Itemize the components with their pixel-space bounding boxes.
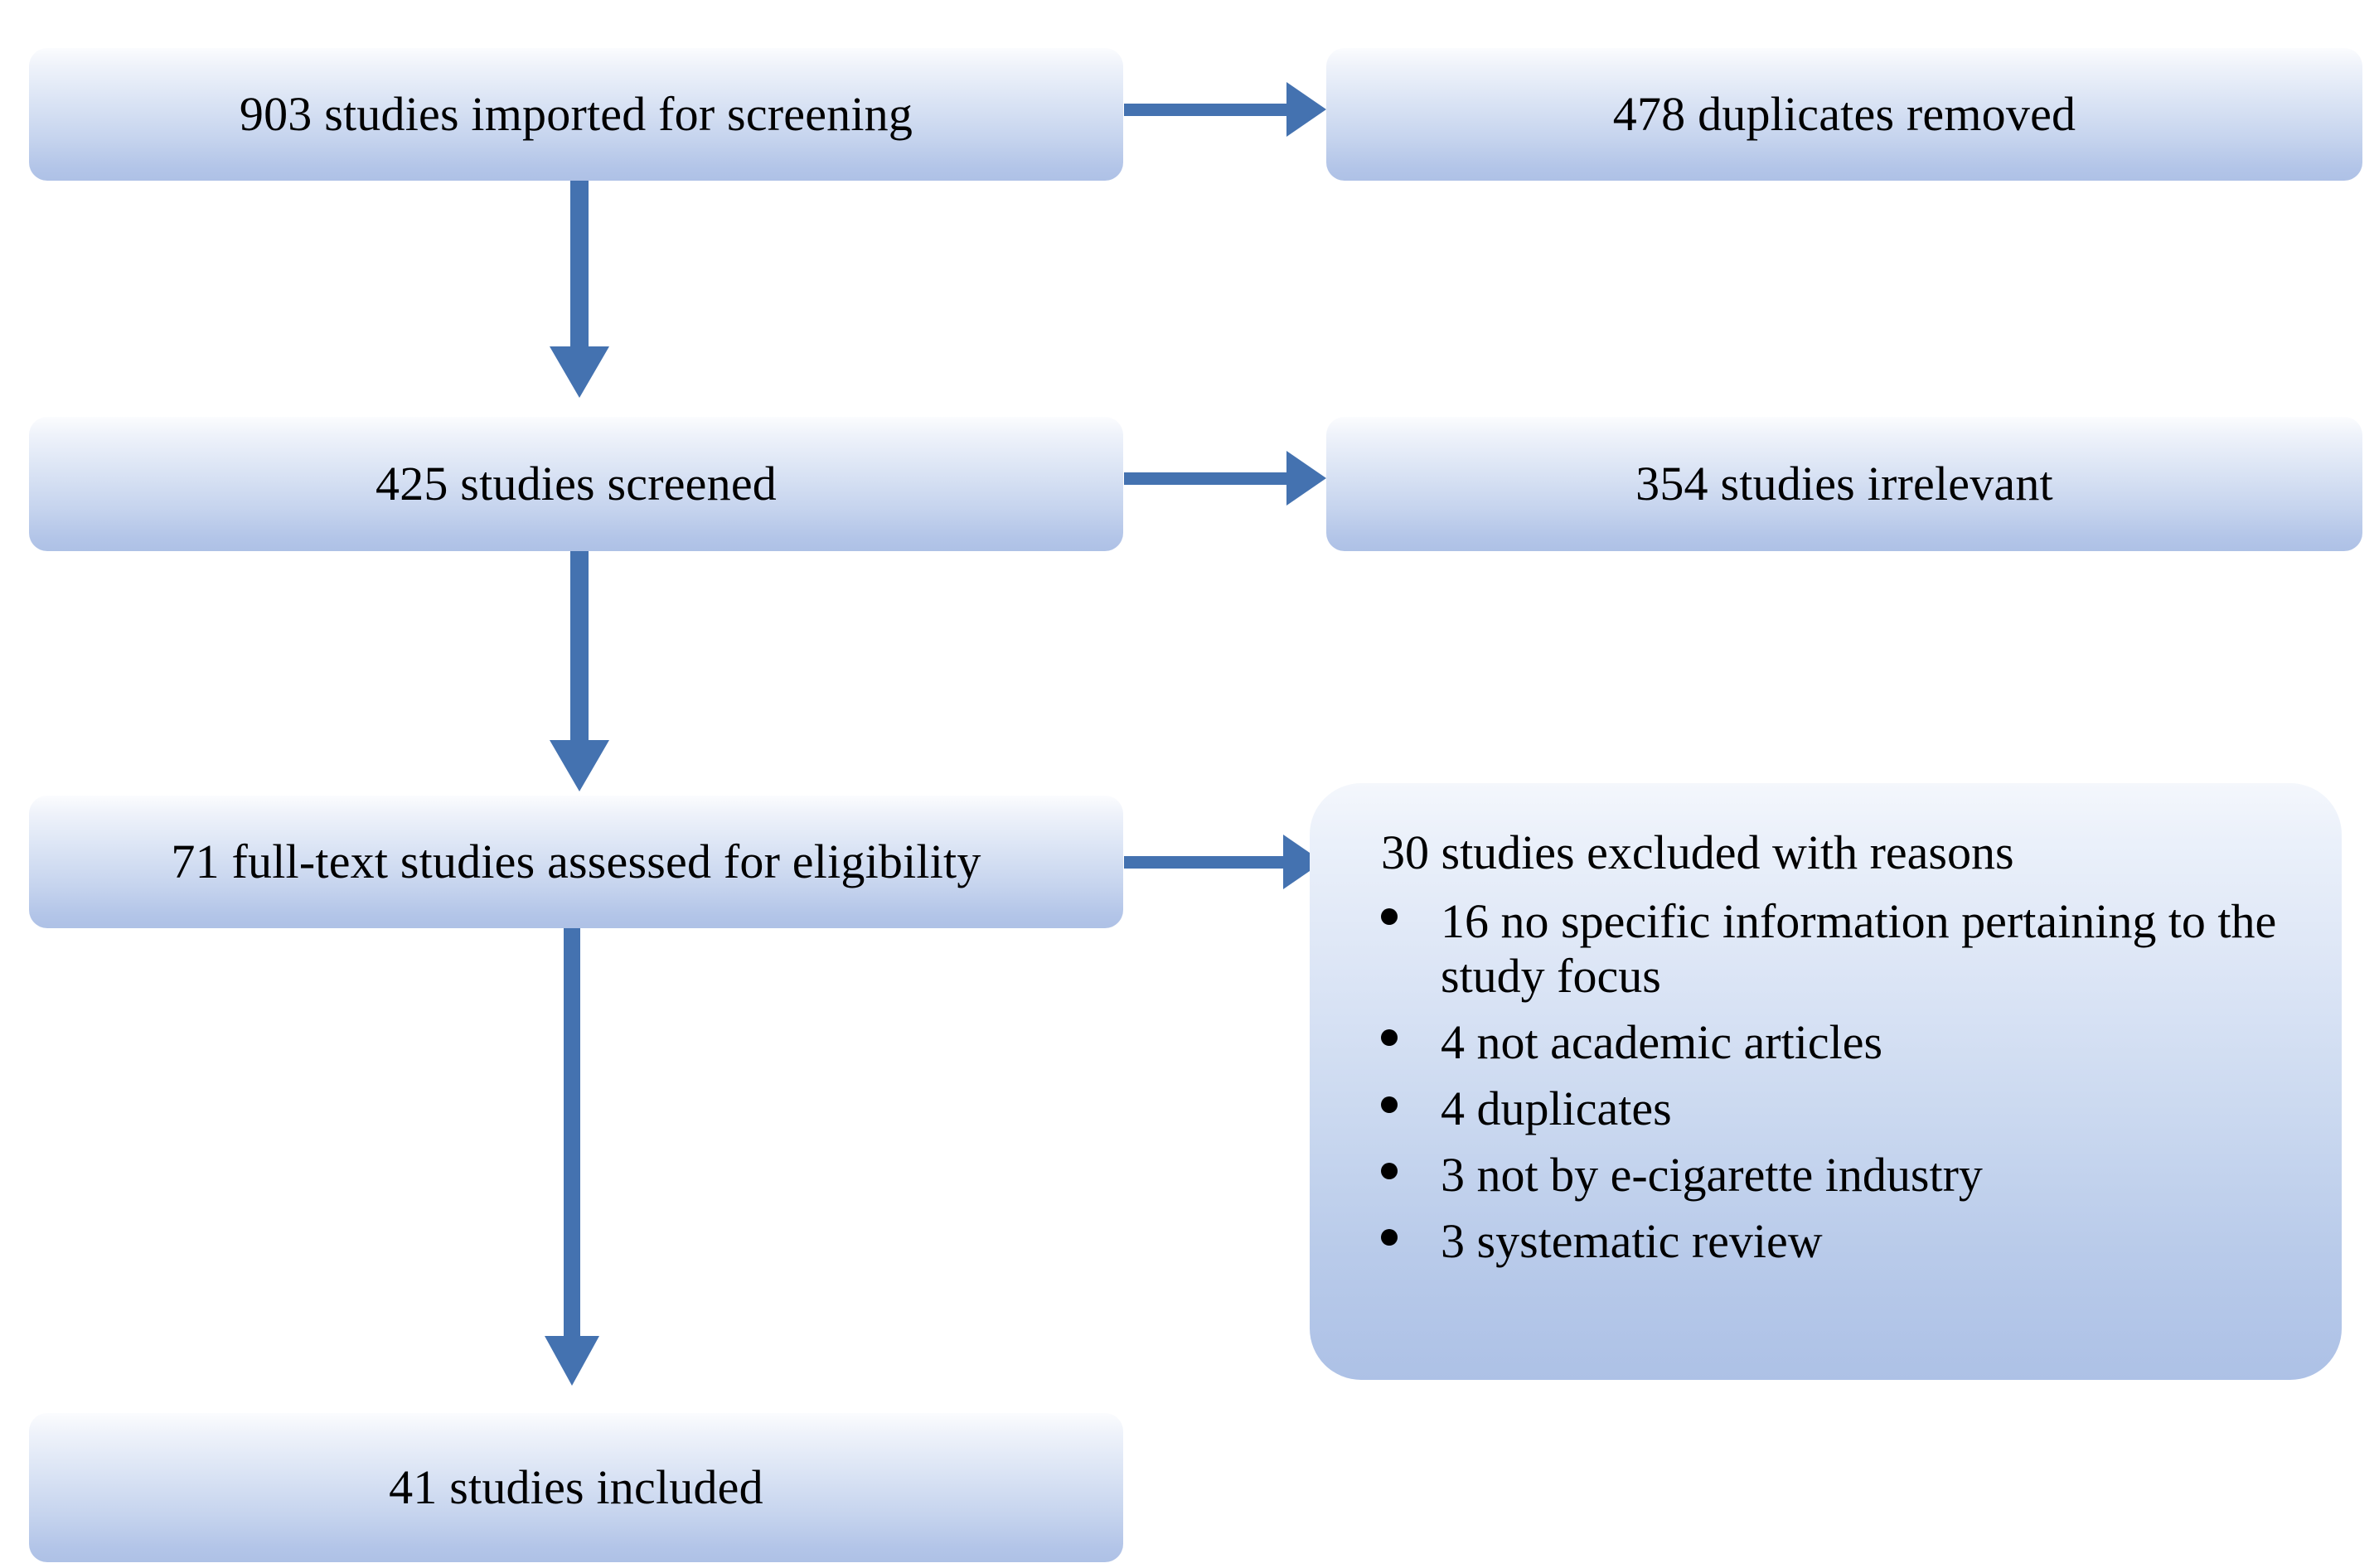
connector-screened-to-irrelevant-shaft (1124, 472, 1290, 485)
node-included-label: 41 studies included (389, 1459, 763, 1514)
reason-label: 3 not by e-cigarette industry (1441, 1148, 1983, 1203)
connector-screened-to-fulltext-shaft (570, 551, 589, 742)
node-irrelevant-label: 354 studies irrelevant (1635, 456, 2053, 511)
node-fulltext-label: 71 full-text studies assessed for eligib… (171, 834, 981, 888)
node-irrelevant: 354 studies irrelevant (1326, 417, 2362, 551)
reason-label: 4 not academic articles (1441, 1015, 1883, 1070)
node-excluded-panel: 30 studies excluded with reasons 16 no s… (1310, 783, 2342, 1380)
node-imported-label: 903 studies imported for screening (239, 86, 913, 141)
list-item: 3 not by e-cigarette industry (1363, 1148, 2309, 1203)
bullet-icon (1381, 1228, 1398, 1246)
node-excluded-title: 30 studies excluded with reasons (1381, 825, 2014, 879)
connector-imported-to-screened-head (550, 346, 609, 398)
node-included: 41 studies included (29, 1413, 1123, 1562)
node-screened: 425 studies screened (29, 417, 1123, 551)
connector-imported-to-duplicates-head (1286, 82, 1326, 137)
connector-screened-to-fulltext-head (550, 740, 609, 791)
bullet-icon (1381, 908, 1398, 926)
connector-fulltext-to-included-head (545, 1336, 599, 1386)
bullet-icon (1381, 1162, 1398, 1179)
node-excluded-reason-list: 16 no specific information pertaining to… (1363, 894, 2309, 1270)
list-item: 4 not academic articles (1363, 1015, 2309, 1070)
list-item: 4 duplicates (1363, 1082, 2309, 1136)
connector-fulltext-to-excluded-shaft (1124, 856, 1286, 869)
connector-fulltext-to-included-shaft (564, 928, 580, 1338)
reason-label: 3 systematic review (1441, 1214, 1823, 1269)
node-duplicates-removed-label: 478 duplicates removed (1612, 86, 2076, 141)
reason-label: 4 duplicates (1441, 1082, 1672, 1136)
bullet-icon (1381, 1029, 1398, 1047)
connector-screened-to-irrelevant-head (1286, 451, 1326, 506)
list-item: 3 systematic review (1363, 1214, 2309, 1269)
node-screened-label: 425 studies screened (376, 456, 777, 511)
list-item: 16 no specific information pertaining to… (1363, 894, 2309, 1004)
connector-imported-to-screened-shaft (570, 181, 589, 348)
bullet-icon (1381, 1096, 1398, 1113)
connector-imported-to-duplicates-shaft (1124, 104, 1290, 116)
node-fulltext: 71 full-text studies assessed for eligib… (29, 796, 1123, 928)
reason-label: 16 no specific information pertaining to… (1441, 893, 2277, 1003)
node-imported: 903 studies imported for screening (29, 48, 1123, 181)
node-duplicates-removed: 478 duplicates removed (1326, 48, 2362, 181)
